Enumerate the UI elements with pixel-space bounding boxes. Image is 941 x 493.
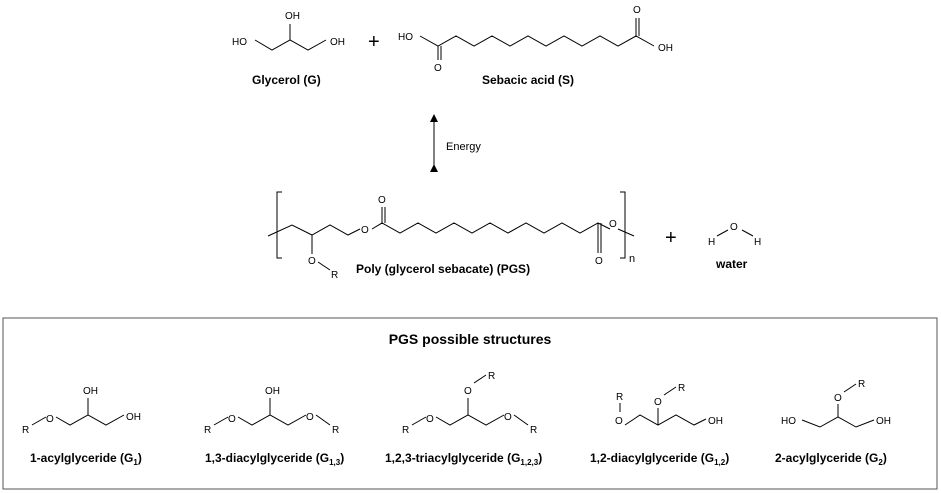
glycerol-oh-top: OH bbox=[285, 11, 300, 22]
g12-o-left: O bbox=[615, 416, 623, 427]
g12-label: 1,2-diacylglyceride (G1,2) bbox=[590, 451, 729, 467]
g1-o: O bbox=[46, 414, 54, 425]
sebacic-acid-structure: HO O O OH bbox=[398, 5, 673, 74]
g123-label: 1,2,3-triacylglyceride (G1,2,3) bbox=[385, 451, 542, 467]
pgs-o-ester-left: O bbox=[361, 225, 369, 236]
glycerol-structure: HO OH OH bbox=[232, 11, 345, 51]
g12-oh-right: OH bbox=[708, 416, 723, 427]
pgs-o-carbonyl-right: O bbox=[595, 256, 603, 267]
g123-o-left: O bbox=[426, 414, 434, 425]
structure-g2: HO O R OH bbox=[781, 379, 891, 428]
repeat-unit-n: n bbox=[629, 253, 635, 265]
g12-r-top: R bbox=[678, 383, 685, 394]
g2-label: 2-acylglyceride (G2) bbox=[775, 451, 887, 467]
g2-ho-left: HO bbox=[781, 416, 796, 427]
g1-r: R bbox=[22, 425, 29, 436]
glycerol-ho-left: HO bbox=[232, 37, 247, 48]
sebacic-o-bottom: O bbox=[434, 63, 442, 74]
panel-title: PGS possible structures bbox=[389, 331, 552, 347]
structure-g1: R O OH OH bbox=[22, 386, 141, 436]
energy-label: Energy bbox=[446, 141, 481, 153]
g12-o-top: O bbox=[654, 397, 662, 408]
plus-sign-products: + bbox=[665, 227, 677, 249]
g1-label: 1-acylglyceride (G1) bbox=[30, 451, 142, 467]
g2-r-top: R bbox=[858, 379, 865, 390]
g123-o-right: O bbox=[504, 412, 512, 423]
water-h-left: H bbox=[708, 237, 715, 248]
glycerol-label: Glycerol (G) bbox=[252, 73, 321, 87]
pgs-o-ester-right: O bbox=[609, 219, 617, 230]
g123-r-right: R bbox=[530, 425, 537, 436]
g123-r-left: R bbox=[402, 425, 409, 436]
structure-g13: R O OH O R bbox=[204, 386, 339, 436]
g13-label: 1,3-diacylglyceride (G1,3) bbox=[205, 451, 344, 467]
g123-r-top: R bbox=[488, 371, 495, 382]
pgs-label: Poly (glycerol sebacate) (PGS) bbox=[356, 262, 530, 276]
pgs-r-group: R bbox=[331, 270, 338, 281]
g13-o-right: O bbox=[306, 412, 314, 423]
pgs-structure: O O O O O R bbox=[267, 191, 635, 281]
sebacic-oh-right: OH bbox=[658, 43, 673, 54]
g1-oh-top: OH bbox=[83, 386, 98, 397]
water-o: O bbox=[730, 222, 738, 233]
g13-o-left: O bbox=[228, 414, 236, 425]
g13-oh-top: OH bbox=[265, 386, 280, 397]
water-h-right: H bbox=[754, 237, 761, 248]
plus-sign-reactants: + bbox=[368, 31, 380, 53]
g13-r-right: R bbox=[332, 425, 339, 436]
g1-oh-right: OH bbox=[126, 412, 141, 423]
sebacic-ho-left: HO bbox=[398, 32, 413, 43]
structures-panel bbox=[2, 317, 938, 490]
g2-o-top: O bbox=[834, 393, 842, 404]
g123-o-top: O bbox=[464, 386, 472, 397]
g2-oh-right: OH bbox=[876, 416, 891, 427]
structure-g12: R O O R OH bbox=[615, 383, 723, 427]
sebacic-o-top: O bbox=[633, 5, 641, 16]
pgs-o-carbonyl-left: O bbox=[378, 195, 386, 206]
g12-r-left: R bbox=[616, 392, 623, 403]
structure-g123: R O O R O R bbox=[402, 371, 537, 436]
g13-r-left: R bbox=[204, 425, 211, 436]
water-structure: H O H bbox=[708, 222, 761, 248]
glycerol-oh-right: OH bbox=[330, 37, 345, 48]
water-label: water bbox=[715, 257, 748, 271]
pgs-o-side: O bbox=[308, 256, 316, 267]
sebacic-acid-label: Sebacic acid (S) bbox=[482, 73, 574, 87]
